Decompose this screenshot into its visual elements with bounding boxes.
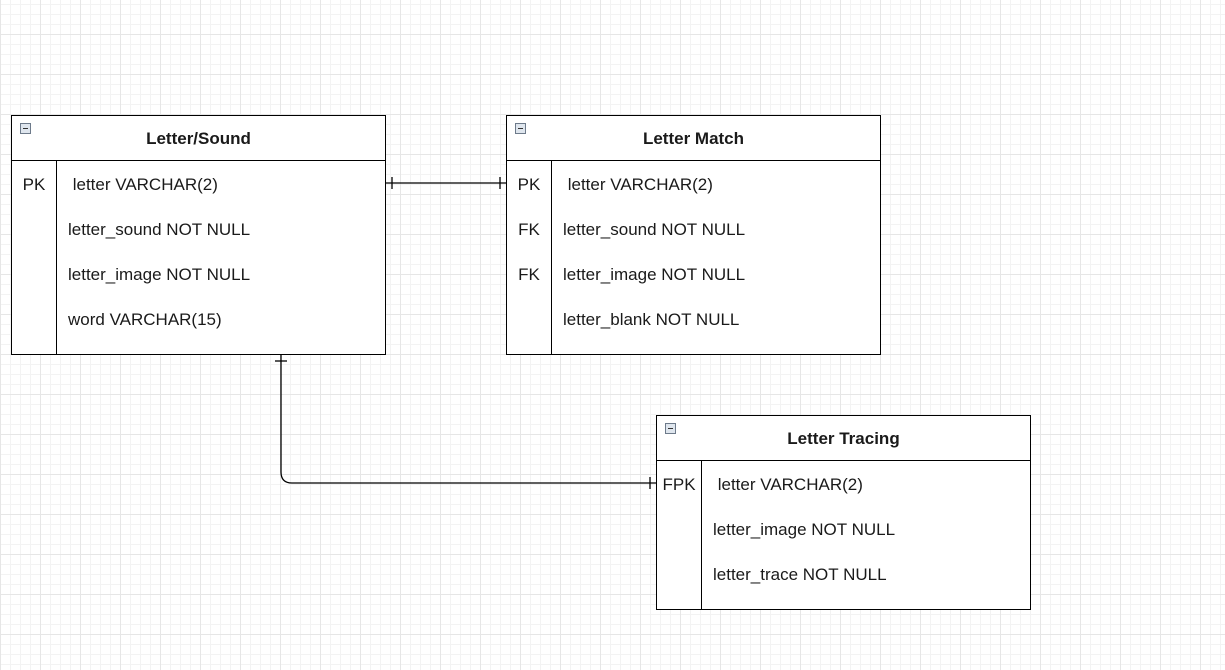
key-label: FPK — [662, 475, 696, 494]
entity-body: FPK letter VARCHAR(2) letter_image NOT N… — [657, 461, 1030, 610]
collapse-icon[interactable] — [20, 123, 31, 134]
connector-letter-sound-to-letter-tracing[interactable] — [275, 355, 656, 489]
attribute-row[interactable]: letter_image NOT NULL — [657, 506, 1030, 551]
attribute-row[interactable]: letter_sound NOT NULL — [12, 206, 385, 251]
key-label: FK — [518, 265, 540, 284]
entity-header: Letter Tracing — [657, 416, 1030, 461]
field-label: letter_sound NOT NULL — [563, 220, 746, 239]
key-column — [12, 161, 57, 355]
entity-title: Letter Match — [642, 129, 745, 148]
attribute-row[interactable]: PK letter VARCHAR(2) — [507, 161, 880, 206]
field-label: letter_image NOT NULL — [563, 265, 746, 284]
field-label: letter VARCHAR(2) — [713, 475, 863, 494]
field-label: letter_trace NOT NULL — [713, 565, 887, 584]
key-column — [657, 461, 702, 610]
entity-body: PK letter VARCHAR(2) letter_sound NOT NU… — [12, 161, 385, 355]
field-label: letter_image NOT NULL — [713, 520, 896, 539]
field-label: letter VARCHAR(2) — [563, 175, 713, 194]
attribute-row[interactable]: word VARCHAR(15) — [12, 296, 385, 341]
collapse-icon[interactable] — [665, 423, 676, 434]
field-label: word VARCHAR(15) — [68, 310, 222, 329]
field-label: letter_sound NOT NULL — [68, 220, 251, 239]
key-label: PK — [22, 175, 46, 194]
key-label: FK — [518, 220, 540, 239]
entity-body: PK letter VARCHAR(2) FK letter_sound NOT … — [507, 161, 880, 355]
attribute-row[interactable]: PK letter VARCHAR(2) — [12, 161, 385, 206]
attribute-row[interactable]: letter_trace NOT NULL — [657, 551, 1030, 596]
attribute-row[interactable]: FK letter_sound NOT NULL — [507, 206, 880, 251]
attribute-row[interactable]: FPK letter VARCHAR(2) — [657, 461, 1030, 506]
connector-letter-sound-to-letter-match[interactable] — [386, 177, 506, 189]
entity-header: Letter/Sound — [12, 116, 385, 161]
entity-header: Letter Match — [507, 116, 880, 161]
field-label: letter VARCHAR(2) — [68, 175, 218, 194]
attribute-row[interactable]: letter_blank NOT NULL — [507, 296, 880, 341]
key-column — [507, 161, 552, 355]
key-label: PK — [517, 175, 541, 194]
entity-title: Letter/Sound — [146, 129, 251, 148]
entity-letter-tracing[interactable]: Letter Tracing FPK letter VARCHAR(2) let… — [656, 415, 1031, 610]
entity-letter-match[interactable]: Letter Match PK letter VARCHAR(2) FK lett… — [506, 115, 881, 355]
entity-title: Letter Tracing — [787, 429, 900, 448]
entity-letter-sound[interactable]: Letter/Sound PK letter VARCHAR(2) letter… — [11, 115, 386, 355]
attribute-row[interactable]: FK letter_image NOT NULL — [507, 251, 880, 296]
field-label: letter_image NOT NULL — [68, 265, 251, 284]
attribute-row[interactable]: letter_image NOT NULL — [12, 251, 385, 296]
field-label: letter_blank NOT NULL — [563, 310, 740, 329]
collapse-icon[interactable] — [515, 123, 526, 134]
